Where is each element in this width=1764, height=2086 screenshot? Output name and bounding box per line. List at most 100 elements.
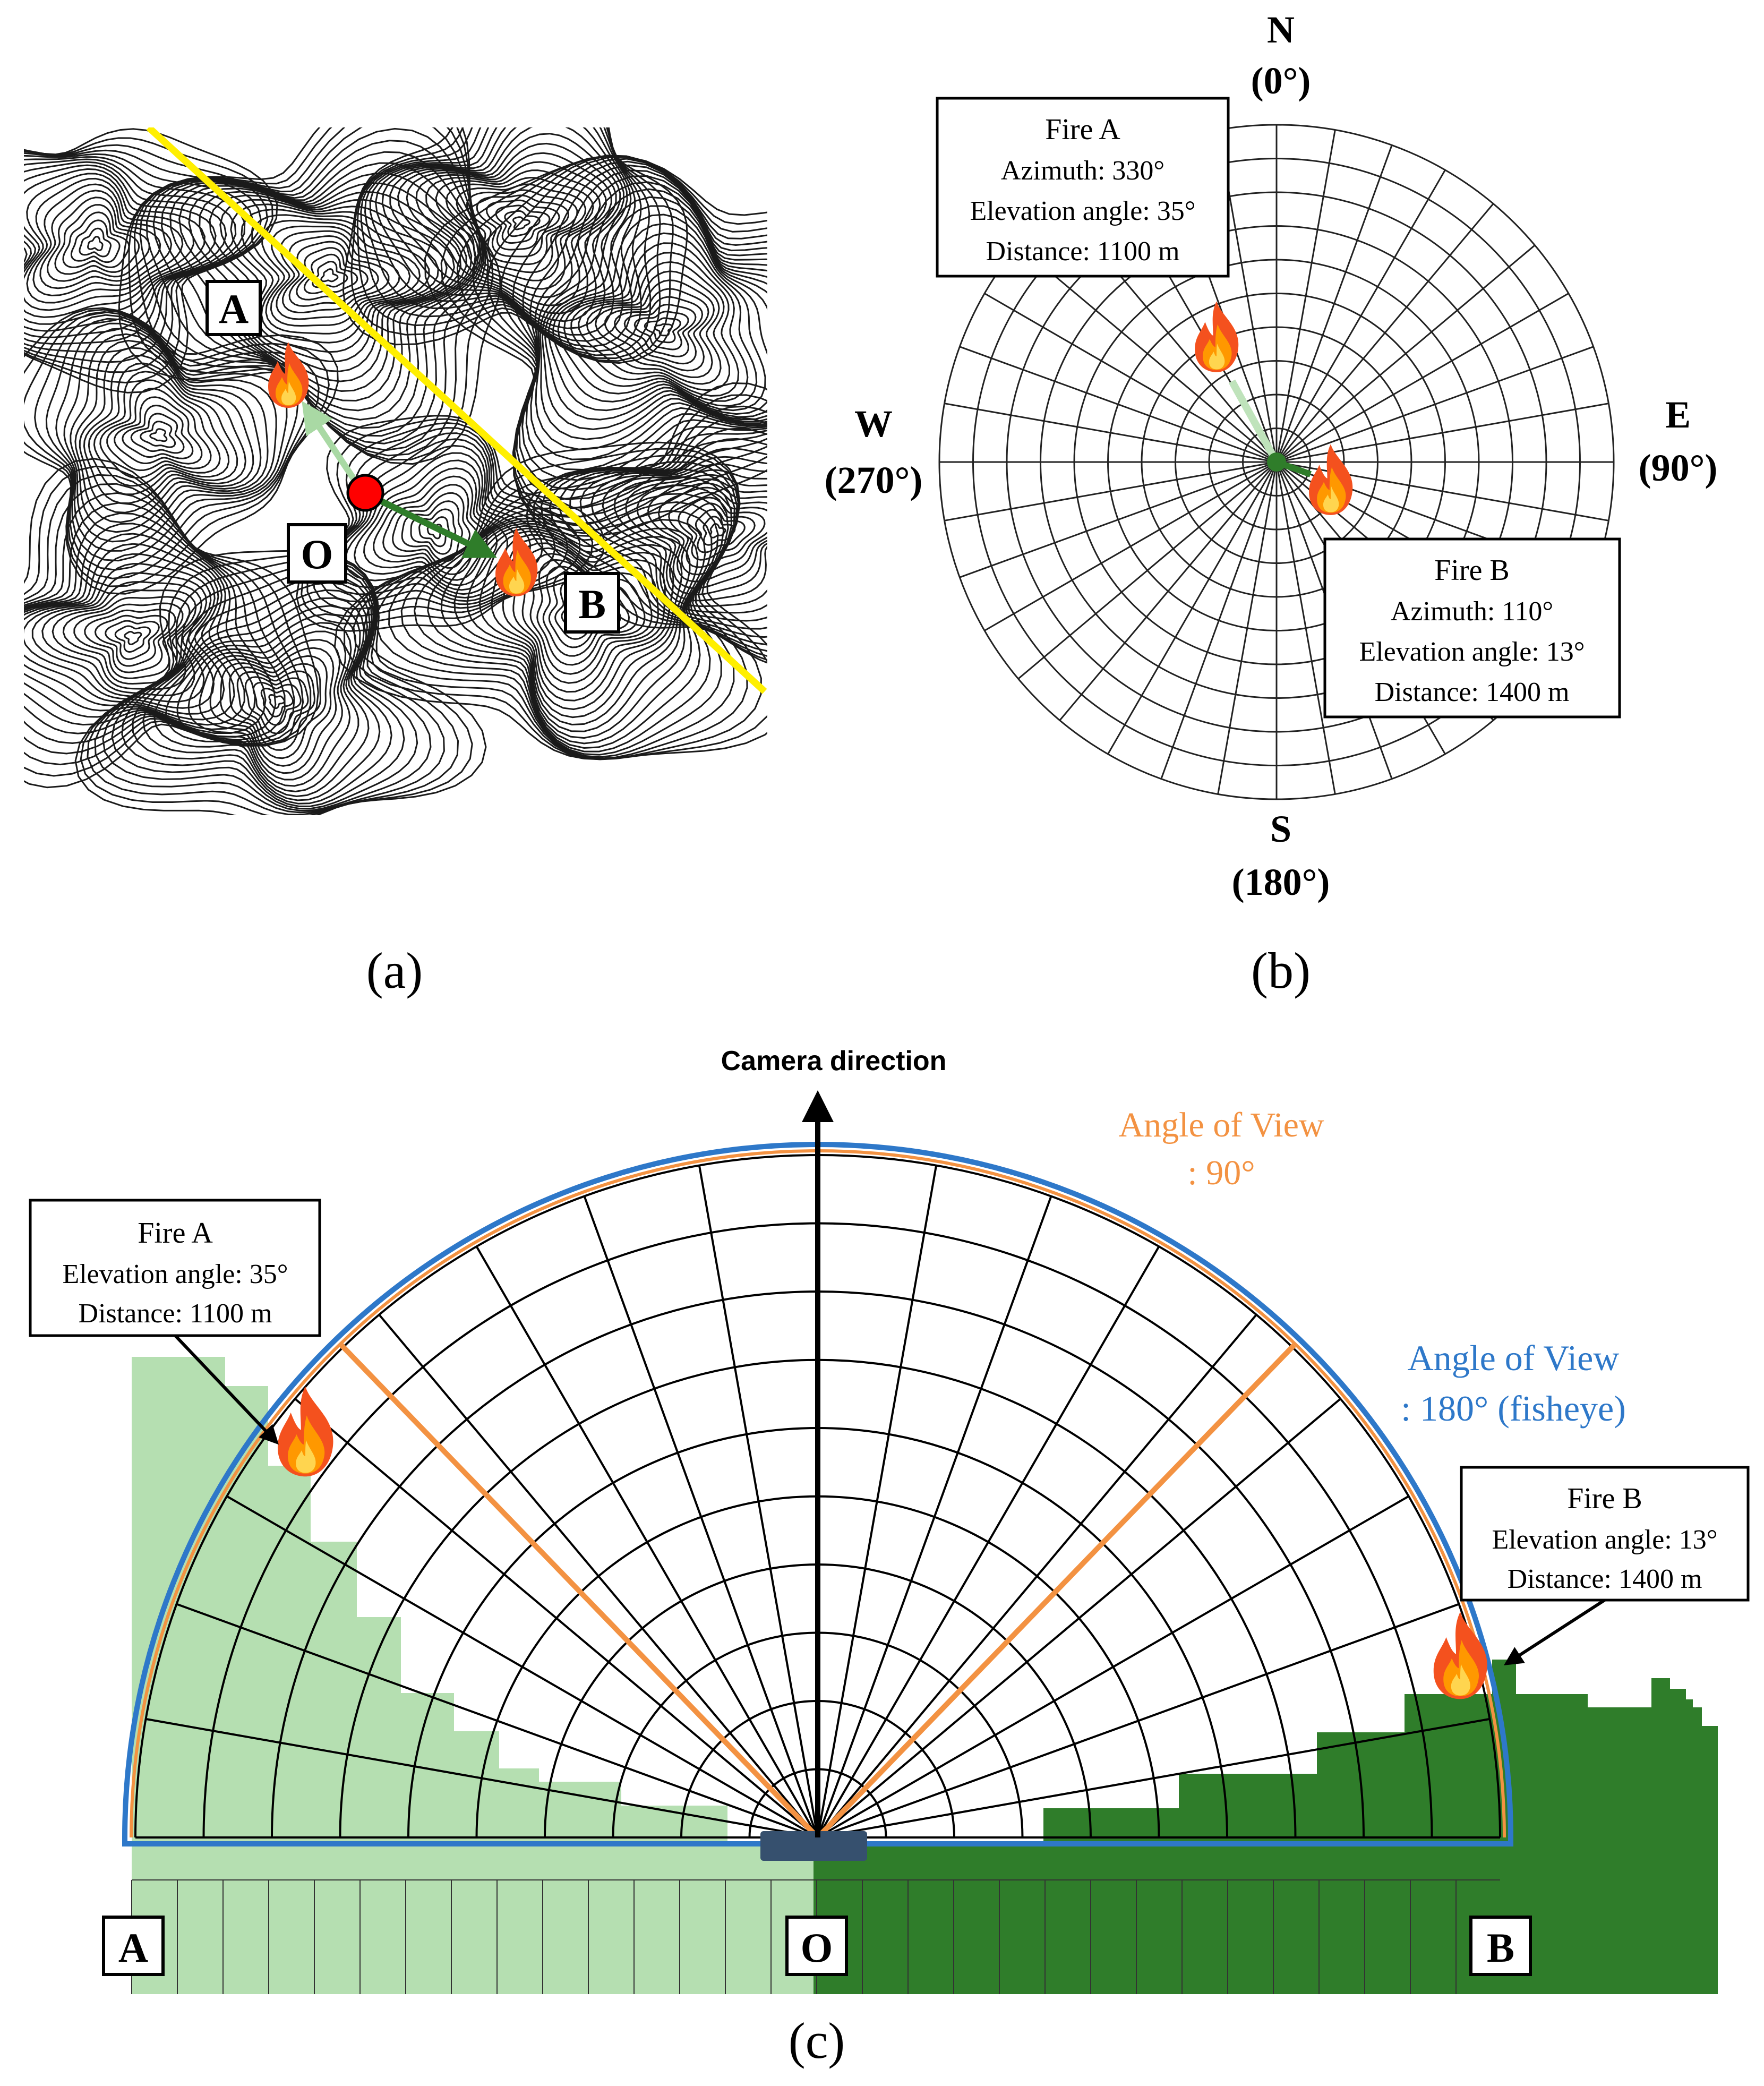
contour-line [657,486,767,583]
map-marker-b-label: B [578,581,606,627]
contour-line [24,311,320,579]
contour-line [24,153,254,353]
contour-line [540,405,767,657]
contour-line [397,133,621,322]
fisheye-fire-b-title: Fire B [1567,1482,1642,1515]
contour-line [373,475,488,581]
contour-line [219,199,455,372]
contour-line [695,509,746,553]
polar-fire-a-title: Fire A [1045,113,1120,146]
polar-spoke [1276,346,1594,463]
camera-direction-label: Camera direction [721,1046,947,1076]
polar-fire-b-distance: Distance: 1400 m [1375,677,1570,707]
contour-line [586,270,722,385]
contour-line [413,493,725,749]
contour-line [541,196,767,430]
contour-line [453,519,706,732]
contour-line [24,144,269,373]
contour-line [602,463,767,614]
contour-line [381,127,628,336]
contour-line [456,155,767,525]
contour-line [122,404,194,459]
contour-line [319,432,556,605]
contour-line [79,227,112,258]
contour-line [614,296,704,365]
contour-line [604,288,709,372]
panel-b-polar-plot: N (0°) E (90°) S (180°) W (270°) Fire A … [825,8,1718,999]
compass-east-label: E [1665,394,1691,436]
map-marker-o-label: O [301,531,333,577]
fire-a-bearing-line [1228,379,1280,464]
contour-line [187,630,347,781]
polar-spoke [1276,244,1536,463]
contour-line [46,196,150,282]
contour-line [276,230,400,320]
fisheye-marker-o-label: O [801,1925,833,1971]
aov-180-fisheye-outline [122,1142,1513,1846]
polar-spoke [1160,461,1278,780]
contour-line [73,602,184,679]
observer-point-marker [346,474,384,512]
contour-line [63,327,277,543]
contour-line [472,155,767,518]
contour-line [521,164,767,481]
compass-south-label: S [1270,808,1291,850]
contour-line [74,550,487,815]
contour-line [392,492,471,569]
contour-line [105,620,160,660]
ridge-profile-line [146,127,767,694]
contour-line [114,625,151,653]
contour-line [52,589,197,690]
contour-line [188,182,473,402]
contour-line [410,508,457,555]
contour-line [504,210,541,237]
aov-90-left-boundary [339,1343,820,1840]
fisheye-marker-a: A [102,1916,165,1976]
contour-line [590,456,767,622]
contour-line [93,371,230,487]
contour-line [306,422,581,618]
contour-line [382,484,479,575]
contour-line [401,500,464,562]
polar-spoke [944,403,1277,463]
contour-line [130,413,185,454]
contour-line [94,614,168,667]
aov-90-right-boundary [816,1343,1296,1840]
contour-line [418,516,450,548]
contour-line [55,322,288,552]
contour-line [569,438,767,638]
contour-line [24,533,245,726]
contour-line [353,459,508,591]
contour-line [512,542,666,693]
map-marker-a-label: A [219,286,249,332]
contour-line [24,307,339,595]
map-marker-b: B [564,572,620,634]
contour-line [83,354,246,505]
aov-180-label-line1: Angle of View [1408,1338,1620,1378]
polar-fire-b-title: Fire B [1434,554,1510,587]
contour-line [502,538,674,702]
contour-line [24,502,277,738]
contour-line [559,428,767,646]
contour-line [24,168,206,318]
contour-line [703,516,736,546]
contour-line [142,597,381,801]
polar-spoke [1017,244,1277,463]
contour-line [578,261,731,391]
contour-line [533,394,767,661]
aov-180-label-line2: : 180° (fisheye) [1401,1388,1626,1429]
contour-line [668,491,767,576]
contour-line [327,438,544,602]
contour-line [24,512,267,734]
map-marker-a: A [205,280,262,336]
fisheye-marker-b: B [1469,1916,1532,1976]
contour-line [34,314,309,571]
contour-line [178,173,476,412]
fisheye-fire-b-elevation: Elevation angle: 13° [1492,1525,1717,1555]
contour-line [106,388,212,472]
contour-line [24,158,237,338]
contour-line [557,232,758,407]
fisheye-fire-a-flame-icon [277,1386,333,1477]
contour-line [124,631,142,645]
